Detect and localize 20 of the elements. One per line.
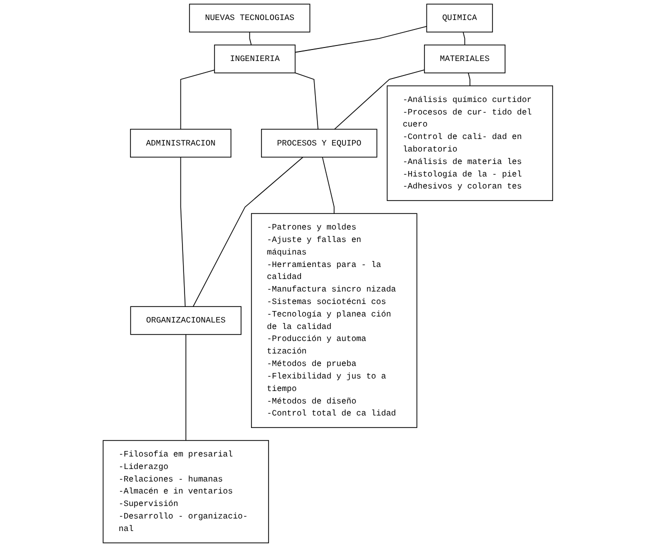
connector	[334, 69, 425, 130]
node-box: -Análisis químico curtidor -Procesos de cur- tido del cuero -Control de cali- dad en laboratorio -Análisis de materia les -Histología de la - piel -Adhesivos y coloran tes	[386, 85, 554, 201]
node-box: PROCESOS Y EQUIPO	[261, 128, 378, 158]
connector	[180, 70, 215, 130]
connector	[192, 156, 304, 307]
node-box: ORGANIZACIONALES	[130, 306, 242, 335]
connector	[294, 72, 319, 130]
connector	[249, 32, 252, 46]
node-box: -Patrones y moldes -Ajuste y fallas en máquinas -Herramientas para - la calidad -Manufactura sincro nizada -Sistemas sociotécni cos -Tecnología y planea ción de la calidad -Producción y automa tización -Métodos de prueba -Flexibilidad y jus to a tiempo -Métodos de diseño -Control total de ca lidad	[251, 213, 418, 428]
connector	[462, 32, 466, 46]
node-box: NUEVAS TECNOLOGIAS	[189, 4, 310, 32]
node-box: ADMINISTRACION	[130, 128, 232, 158]
connector	[180, 156, 186, 307]
node-box: MATERIALES	[424, 44, 506, 74]
connector	[322, 156, 335, 214]
node-box: INGENIERIA	[214, 44, 296, 74]
connector	[468, 72, 470, 86]
connector	[294, 26, 428, 53]
node-box: -Filosofía em presarial -Liderazgo -Relaciones - humanas -Almacén e in ventarios -Supervisión -Desarrollo - organizacio- nal	[102, 440, 270, 544]
node-box: QUIMICA	[426, 4, 493, 32]
